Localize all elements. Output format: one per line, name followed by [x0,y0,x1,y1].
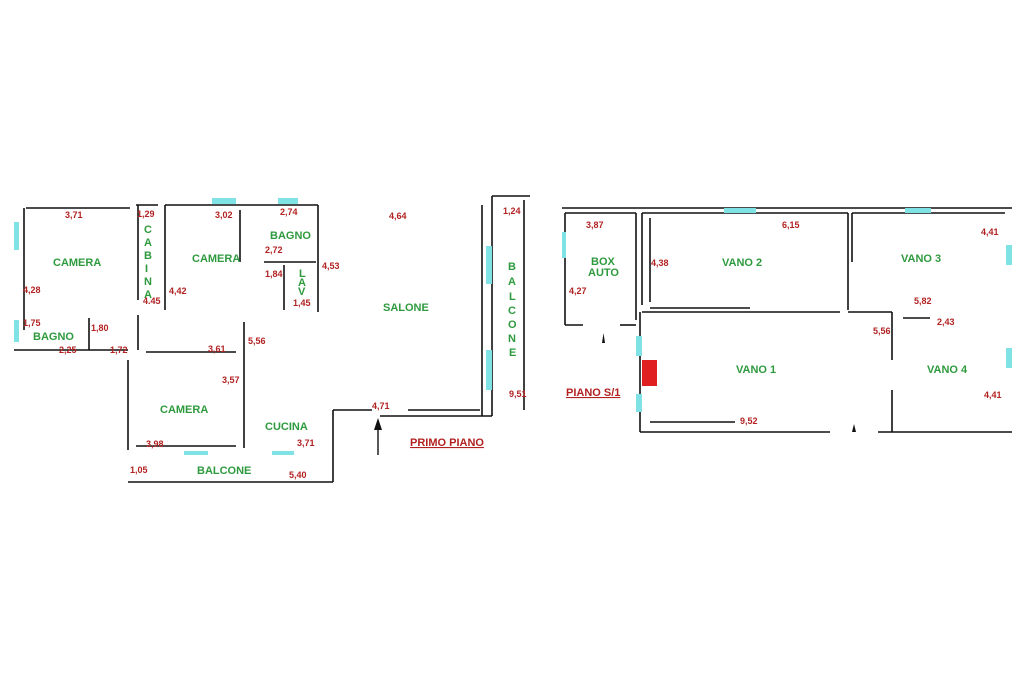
dimension-label: 2,74 [280,207,298,217]
dimension-label: 1,72 [110,345,128,355]
room-lav-letter-2: A [298,277,306,289]
room-cabina-letter-5: N [144,276,152,288]
dimension-label: 3,98 [146,439,164,449]
room-cabina-letter-4: I [145,263,148,275]
floor-title-piano-s1: PIANO S/1 [566,387,620,399]
room-balcone-v-letter-2: A [508,276,516,288]
floor-title-primo-piano: PRIMO PIANO [410,437,484,449]
room-vano-4: VANO 4 [927,364,968,376]
room-lav-letter-1: L [299,268,306,280]
dimension-label: 4.45 [143,296,161,306]
dimension-label: 1,84 [265,269,283,279]
dimension-label: 4,64 [389,211,407,221]
room-salone: SALONE [383,302,429,314]
dimension-label: 2,43 [937,317,955,327]
room-camera-2: CAMERA [192,253,240,265]
room-bagno-1: BAGNO [270,230,311,242]
dimension-label: 5,56 [873,326,891,336]
piano-s1-windows [562,208,1012,412]
dimension-label: 4,28 [23,285,41,295]
room-cabina-letter-1: C [144,224,152,236]
primo-piano-walls [14,195,530,483]
dimension-label: 4,42 [169,286,187,296]
room-box: BOX [591,256,616,268]
room-balcone-v-letter-3: L [509,291,516,303]
room-cabina-letter-2: A [144,237,152,249]
primo-piano-dimensions: 3,71 1,29 3,02 2,74 4,64 1,24 2,72 1,84 … [23,206,527,480]
dimension-label: 4,38 [651,258,669,268]
primo-piano-room-labels: CAMERA CAMERA BAGNO SALONE BAGNO CAMERA … [33,224,517,477]
dimension-label: 1,24 [503,206,521,216]
room-camera-1: CAMERA [53,257,101,269]
dimension-label: 9,51 [509,389,527,399]
room-vano-3: VANO 3 [901,253,941,265]
room-cucina: CUCINA [265,421,308,433]
room-vano-2: VANO 2 [722,257,762,269]
dimension-label: 2,25 [59,345,77,355]
room-lav-letter-3: V [298,286,306,298]
dimension-label: 3,02 [215,210,233,220]
dimension-label: 1,45 [293,298,311,308]
room-cabina-letter-3: B [144,250,152,262]
dimension-label: 2,72 [265,245,283,255]
room-balcone-v-letter-7: E [509,347,516,359]
room-bagno-2: BAGNO [33,331,74,343]
room-balcone-v-letter-4: C [508,305,516,317]
dimension-label: 5,56 [248,336,266,346]
dimension-label: 9,52 [740,416,758,426]
red-block [642,360,657,386]
dimension-label: 4,71 [372,401,390,411]
room-camera-3: CAMERA [160,404,208,416]
room-cabina-letter-6: A [144,289,152,301]
room-auto: AUTO [588,267,619,279]
piano-s1-dimensions: 3,87 6,15 4,41 4,38 4,27 5,82 2,43 5,56 … [569,220,1002,426]
dimension-label: 3,61 [208,344,226,354]
primo-piano-windows [14,198,492,455]
dimension-label: 4,27 [569,286,587,296]
dimension-label: 3,57 [222,375,240,385]
room-balcone-v-letter-6: N [508,333,516,345]
door-marker-icon [602,333,856,432]
dimension-label: 5,82 [914,296,932,306]
dimension-label: 1,29 [137,209,155,219]
room-balcone-v-letter-1: B [508,261,516,273]
dimension-label: 4,41 [984,390,1002,400]
dimension-label: 3,71 [297,438,315,448]
dimension-label: 4,53 [322,261,340,271]
room-balcone-v-letter-5: O [508,319,517,331]
dimension-label: 5,40 [289,470,307,480]
dimension-label: 3,87 [586,220,604,230]
dimension-label: 6,15 [782,220,800,230]
dimension-label: 3,71 [65,210,83,220]
dimension-label: 4,41 [981,227,999,237]
room-balcone: BALCONE [197,465,251,477]
dimension-label: 1,05 [130,465,148,475]
dimension-label: 1,75 [23,318,41,328]
piano-s1-room-labels: BOX AUTO VANO 2 VANO 3 VANO 1 VANO 4 [588,253,968,376]
room-vano-1: VANO 1 [736,364,776,376]
dimension-label: 1,80 [91,323,109,333]
entrance-arrow-icon [374,418,382,455]
